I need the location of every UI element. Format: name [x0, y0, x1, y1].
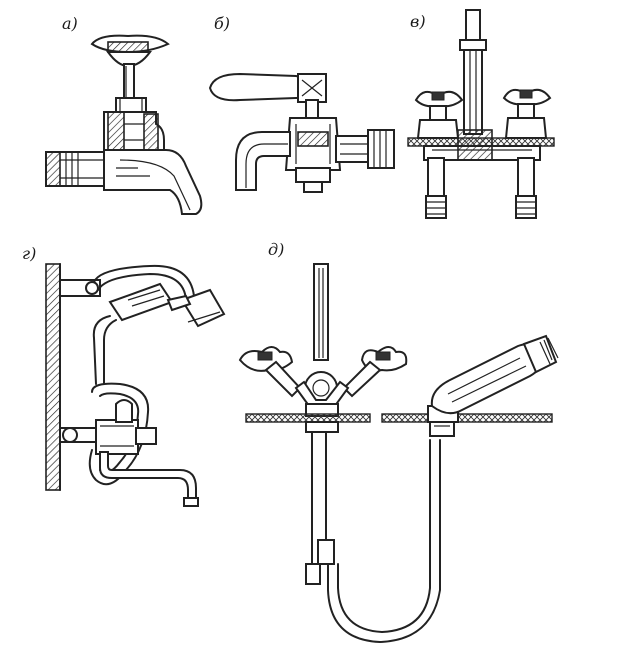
label-b: б) — [214, 14, 231, 33]
label-d: д) — [268, 240, 285, 259]
faucet-a — [45, 34, 203, 215]
faucet-d — [238, 263, 559, 643]
label-a: а) — [62, 14, 78, 33]
label-g: г) — [22, 244, 37, 263]
faucet-v — [407, 9, 555, 219]
label-v: в) — [410, 12, 426, 31]
faucet-g — [45, 263, 226, 507]
faucet-b — [208, 72, 395, 193]
